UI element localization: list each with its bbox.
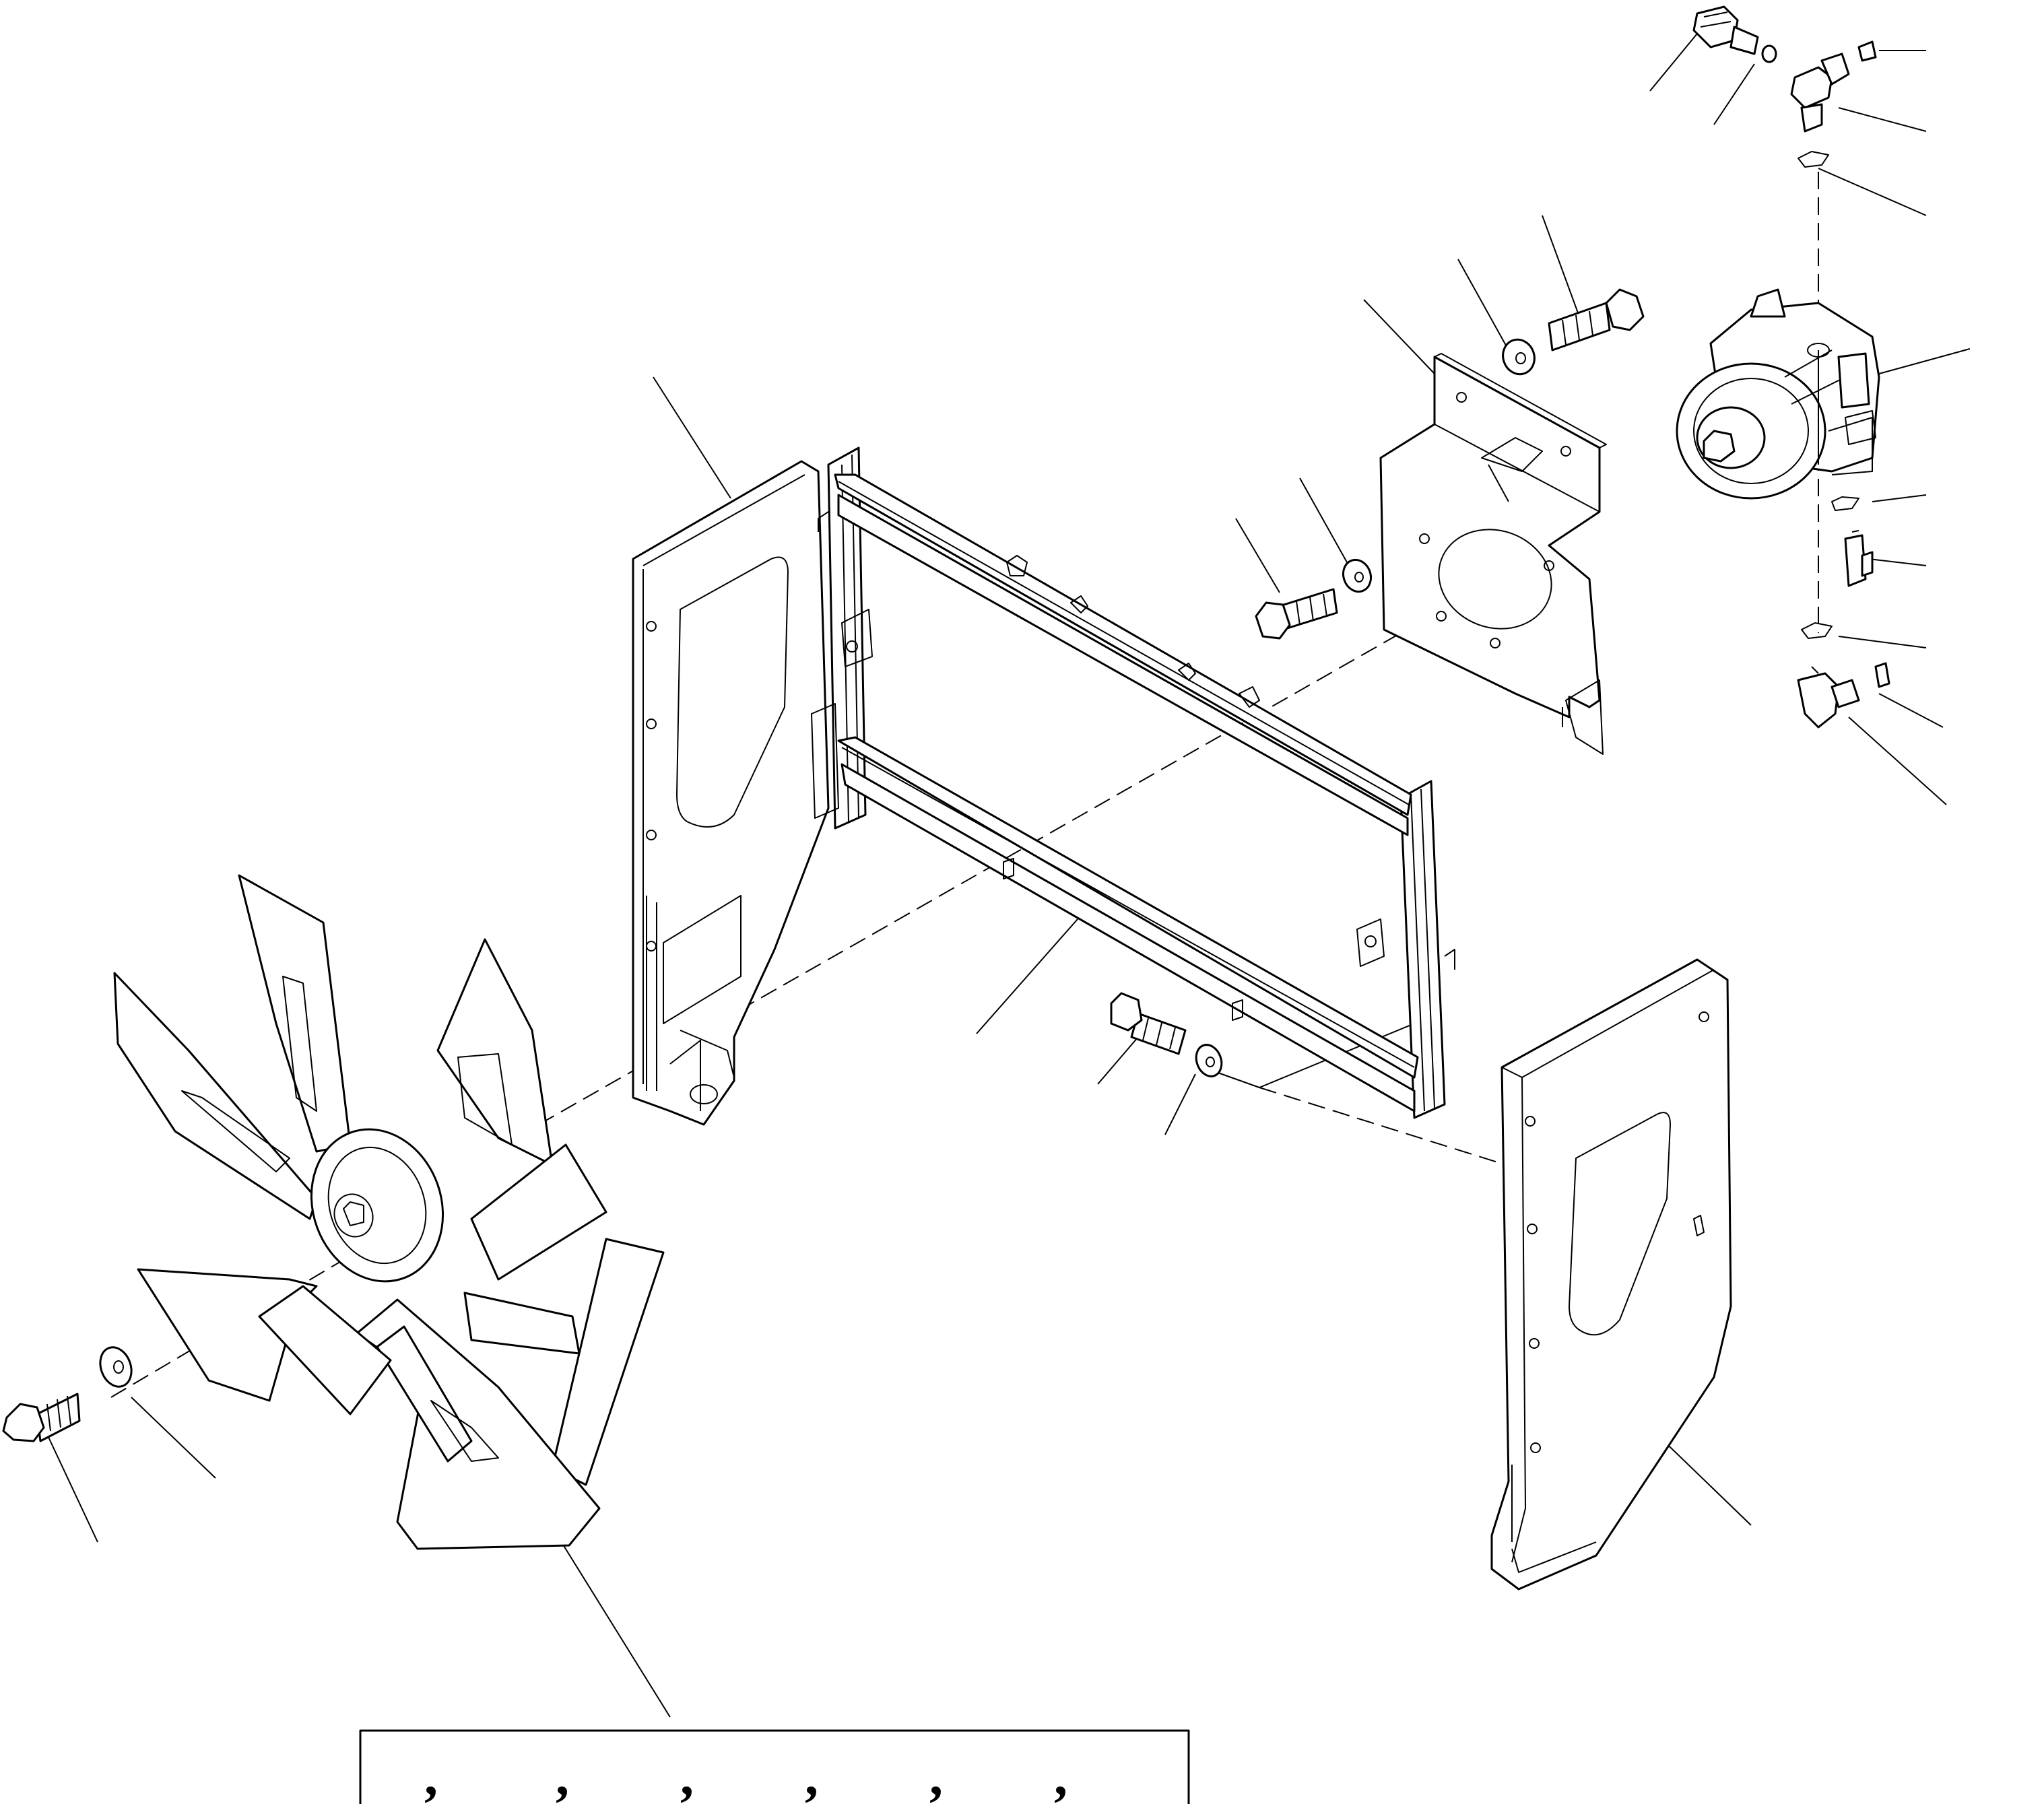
left-side-plate — [632, 460, 830, 1126]
fan-blade — [463, 1292, 581, 1355]
fan-bolt — [2, 1393, 81, 1442]
fan-assembly — [113, 874, 665, 1550]
elbow-fitting-lower — [1797, 666, 1860, 729]
fan-blade — [470, 1143, 607, 1281]
fan-blade — [376, 1325, 473, 1463]
callout-separator: , — [680, 1747, 694, 1804]
fan-hub — [310, 1128, 444, 1283]
callout-separator: , — [424, 1747, 438, 1804]
frame-bolt — [1110, 992, 1187, 1055]
elbow-fitting-top — [1692, 5, 1777, 63]
right-side-plate — [1490, 958, 1732, 1591]
hydraulic-motor — [1676, 288, 1880, 500]
bracket-washer-upper — [1502, 338, 1536, 376]
elbow-fitting-upper — [1790, 53, 1850, 133]
callout-separator: , — [1054, 1747, 1067, 1804]
callout-separator: , — [556, 1747, 569, 1804]
callout-separator: , — [929, 1747, 943, 1804]
bracket-bolt-upper — [1548, 288, 1645, 352]
pressure-sensor — [1844, 530, 1874, 587]
bracket-bolt-lower — [1255, 588, 1338, 640]
motor-mount-bracket — [1379, 353, 1607, 755]
bracket-washer-lower — [1342, 558, 1373, 593]
fan-blade — [238, 874, 352, 1153]
fan-blade — [258, 1285, 392, 1415]
fan-blade — [436, 938, 554, 1166]
fan-blade — [113, 972, 318, 1220]
callout-separator: , — [805, 1747, 818, 1804]
fan-washer — [99, 1346, 133, 1388]
callout-box: , , , , , , — [359, 1729, 1190, 1804]
fan-blade — [551, 1238, 665, 1486]
frame-washer — [1195, 1044, 1223, 1077]
o-ring-seals — [1798, 40, 1890, 688]
center-frame — [811, 446, 1455, 1119]
